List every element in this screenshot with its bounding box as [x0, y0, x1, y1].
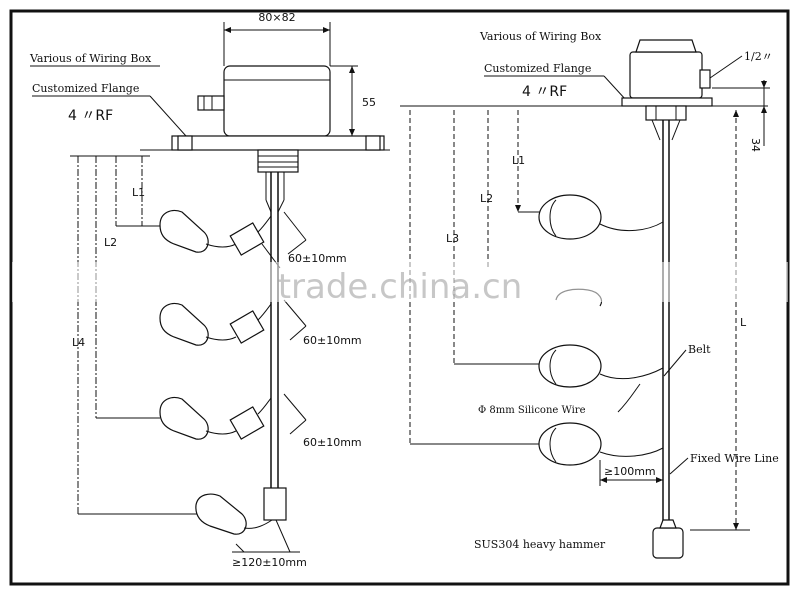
heavy-hammer	[652, 527, 684, 559]
left-spacing-1: 60±10mm	[288, 252, 347, 265]
box-size-label: 80×82	[258, 11, 295, 24]
right-rf-label: 4 〃RF	[522, 84, 567, 100]
right-level-l1: L1	[512, 154, 525, 167]
left-spacing-2: 60±10mm	[303, 334, 362, 347]
right-float-3	[538, 344, 664, 388]
right-float-4	[538, 422, 664, 466]
left-thread	[257, 149, 299, 173]
right-length-l: L	[740, 316, 747, 329]
silicone-wire-label: Φ 8mm Silicone Wire	[478, 405, 586, 416]
right-float-1	[538, 194, 664, 240]
left-flange	[171, 135, 385, 151]
left-float-2: 60±10mm	[159, 299, 362, 347]
right-cable-entry	[699, 69, 711, 89]
left-rf-label: 4 〃RF	[68, 108, 113, 124]
left-float-3: 60±10mm	[159, 393, 362, 449]
left-wiring-box-label: Various of Wiring Box	[29, 52, 152, 65]
left-level-l4: L4	[72, 336, 85, 349]
watermark-text: trade.china.cn	[278, 267, 523, 307]
right-level-l2: L2	[480, 192, 493, 205]
right-wiring-box	[629, 51, 703, 99]
left-weight	[263, 487, 287, 521]
left-wiring-box	[223, 65, 331, 137]
hammer-label: SUS304 heavy hammer	[474, 538, 606, 551]
left-level-l1: L1	[132, 186, 145, 199]
left-bottom-distance: ≥120±10mm	[232, 556, 307, 569]
watermark: trade.china.cn	[12, 262, 788, 307]
right-flange	[621, 97, 713, 107]
thread-size-label: 1/2〃	[744, 50, 773, 63]
left-level-l2: L2	[104, 236, 117, 249]
right-dim-small: 34	[749, 138, 762, 152]
left-drawing: 80×82 55 Various of Wiring Box Customize…	[29, 11, 390, 569]
right-drawing: Various of Wiring Box Customized Flange …	[400, 30, 779, 559]
right-level-l3: L3	[446, 232, 459, 245]
left-flange-label: Customized Flange	[32, 82, 139, 95]
left-spacing-3: 60±10mm	[303, 436, 362, 449]
gap-label: ≥100mm	[604, 465, 656, 478]
cable-gland	[197, 95, 225, 111]
belt-label: Belt	[688, 343, 711, 356]
left-float-4	[195, 493, 273, 535]
right-flange-label: Customized Flange	[484, 62, 591, 75]
fixed-wire-label: Fixed Wire Line	[690, 452, 779, 465]
box-height-label: 55	[362, 96, 376, 109]
left-float-1: 60±10mm	[159, 209, 347, 269]
right-wiring-box-label: Various of Wiring Box	[479, 30, 602, 43]
